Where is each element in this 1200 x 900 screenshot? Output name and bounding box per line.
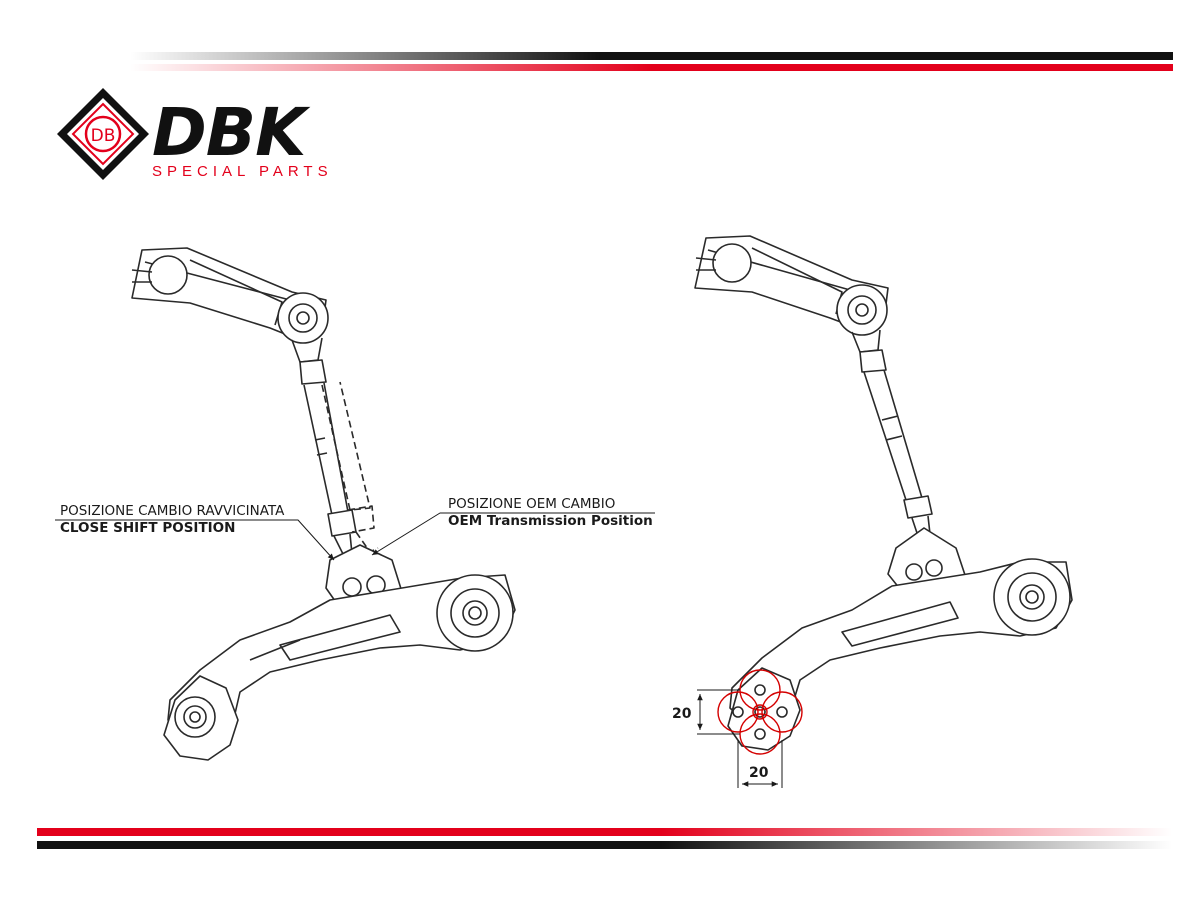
brand-name: DBK <box>152 94 306 171</box>
callout-oem: POSIZIONE OEM CAMBIO OEM Transmission Po… <box>448 496 653 530</box>
dimension-label-vertical: 20 <box>672 706 692 722</box>
brand-logo: DB <box>57 88 149 180</box>
bottom-black-stripe <box>37 841 1172 849</box>
logo-monogram: DB <box>91 126 116 146</box>
callout-close-shift: POSIZIONE CAMBIO RAVVICINATA CLOSE SHIFT… <box>60 503 284 537</box>
callout-oem-english: OEM Transmission Position <box>448 513 653 529</box>
logo-diamond-icon: DB <box>57 88 149 180</box>
brand-tagline: SPECIAL PARTS <box>152 163 333 180</box>
right-shift-lever <box>729 558 1073 723</box>
left-rod-oem <box>299 359 357 557</box>
callout-close-shift-english: CLOSE SHIFT POSITION <box>60 520 236 536</box>
bottom-red-stripe <box>37 828 1172 836</box>
right-upper-joint <box>836 284 888 353</box>
callout-leaders <box>55 512 655 561</box>
callout-oem-italian: POSIZIONE OEM CAMBIO <box>448 496 616 512</box>
right-shifter-assembly <box>694 235 1073 788</box>
callout-close-shift-italian: POSIZIONE CAMBIO RAVVICINATA <box>60 503 285 519</box>
left-upper-joint <box>277 292 329 363</box>
dimension-label-horizontal: 20 <box>749 765 769 781</box>
left-shifter-assembly <box>55 247 655 761</box>
top-black-stripe <box>130 52 1173 60</box>
left-shift-lever <box>167 574 516 736</box>
dimension-lines <box>697 689 783 788</box>
right-rod <box>859 349 933 537</box>
left-peg-mount <box>163 675 239 761</box>
top-red-stripe <box>130 64 1173 71</box>
